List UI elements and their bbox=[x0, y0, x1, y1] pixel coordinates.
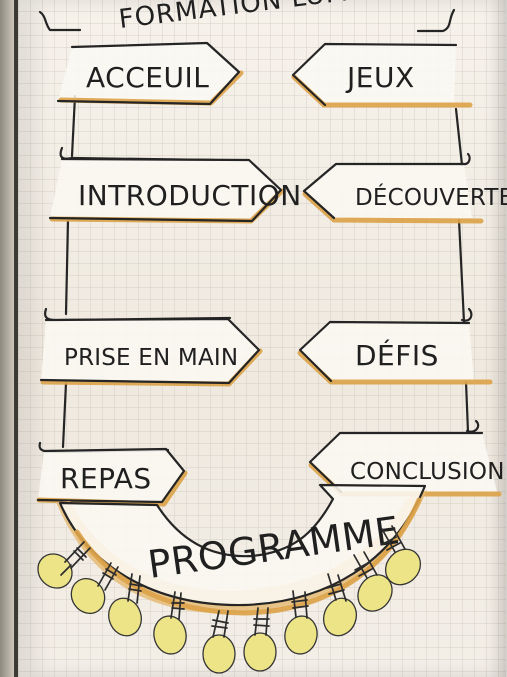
right-hook-2 bbox=[461, 152, 471, 166]
sign-label-acceuil: ACCEUIL bbox=[86, 61, 209, 94]
light-bulb bbox=[153, 591, 187, 655]
sign-label-decouverte: DÉCOUVERTE bbox=[355, 183, 507, 211]
light-bulb bbox=[381, 525, 422, 586]
left-sign-prise-en-main: PRISE EN MAIN bbox=[39, 317, 263, 387]
title-text: FORMATION LUMIERE bbox=[117, 0, 412, 35]
left-sign-acceuil: ACCEUIL bbox=[56, 41, 244, 106]
right-connector-3 bbox=[464, 380, 470, 434]
light-bulb bbox=[284, 590, 318, 655]
light-bulb bbox=[202, 610, 236, 674]
top-left-frame-line bbox=[38, 10, 82, 32]
left-sign-repas: REPAS bbox=[36, 447, 188, 507]
light-bulb bbox=[243, 607, 277, 672]
right-hook-4 bbox=[465, 419, 480, 433]
sign-label-introduction: INTRODUCTION bbox=[78, 179, 302, 212]
right-sign-defis: DÉFIS bbox=[297, 320, 493, 385]
light-bulb bbox=[322, 573, 358, 637]
light-bulbs bbox=[37, 525, 422, 674]
left-connector-3 bbox=[61, 381, 68, 449]
light-bulb bbox=[353, 551, 393, 612]
right-connector-1 bbox=[454, 107, 464, 167]
sign-label-jeux: JEUX bbox=[345, 61, 415, 94]
light-bulb bbox=[37, 541, 91, 589]
right-connector-2 bbox=[457, 218, 466, 324]
right-hook-3 bbox=[460, 307, 473, 322]
sign-label-prise-en-main: PRISE EN MAIN bbox=[64, 345, 238, 371]
left-sign-introduction: INTRODUCTION bbox=[48, 157, 302, 224]
sign-label-repas: REPAS bbox=[60, 462, 152, 495]
top-right-frame-line bbox=[416, 8, 456, 33]
left-connector-1 bbox=[70, 94, 77, 158]
paper-right-shadow bbox=[489, 0, 507, 677]
right-sign-decouverte: DÉCOUVERTE bbox=[302, 162, 507, 224]
light-bulb bbox=[70, 562, 119, 615]
sign-label-defis: DÉFIS bbox=[355, 338, 439, 372]
light-bulb bbox=[108, 573, 143, 637]
sign-label-conclusion: CONCLUSION bbox=[350, 459, 505, 485]
right-sign-jeux: JEUX bbox=[291, 42, 473, 108]
left-connector-2 bbox=[64, 219, 70, 316]
